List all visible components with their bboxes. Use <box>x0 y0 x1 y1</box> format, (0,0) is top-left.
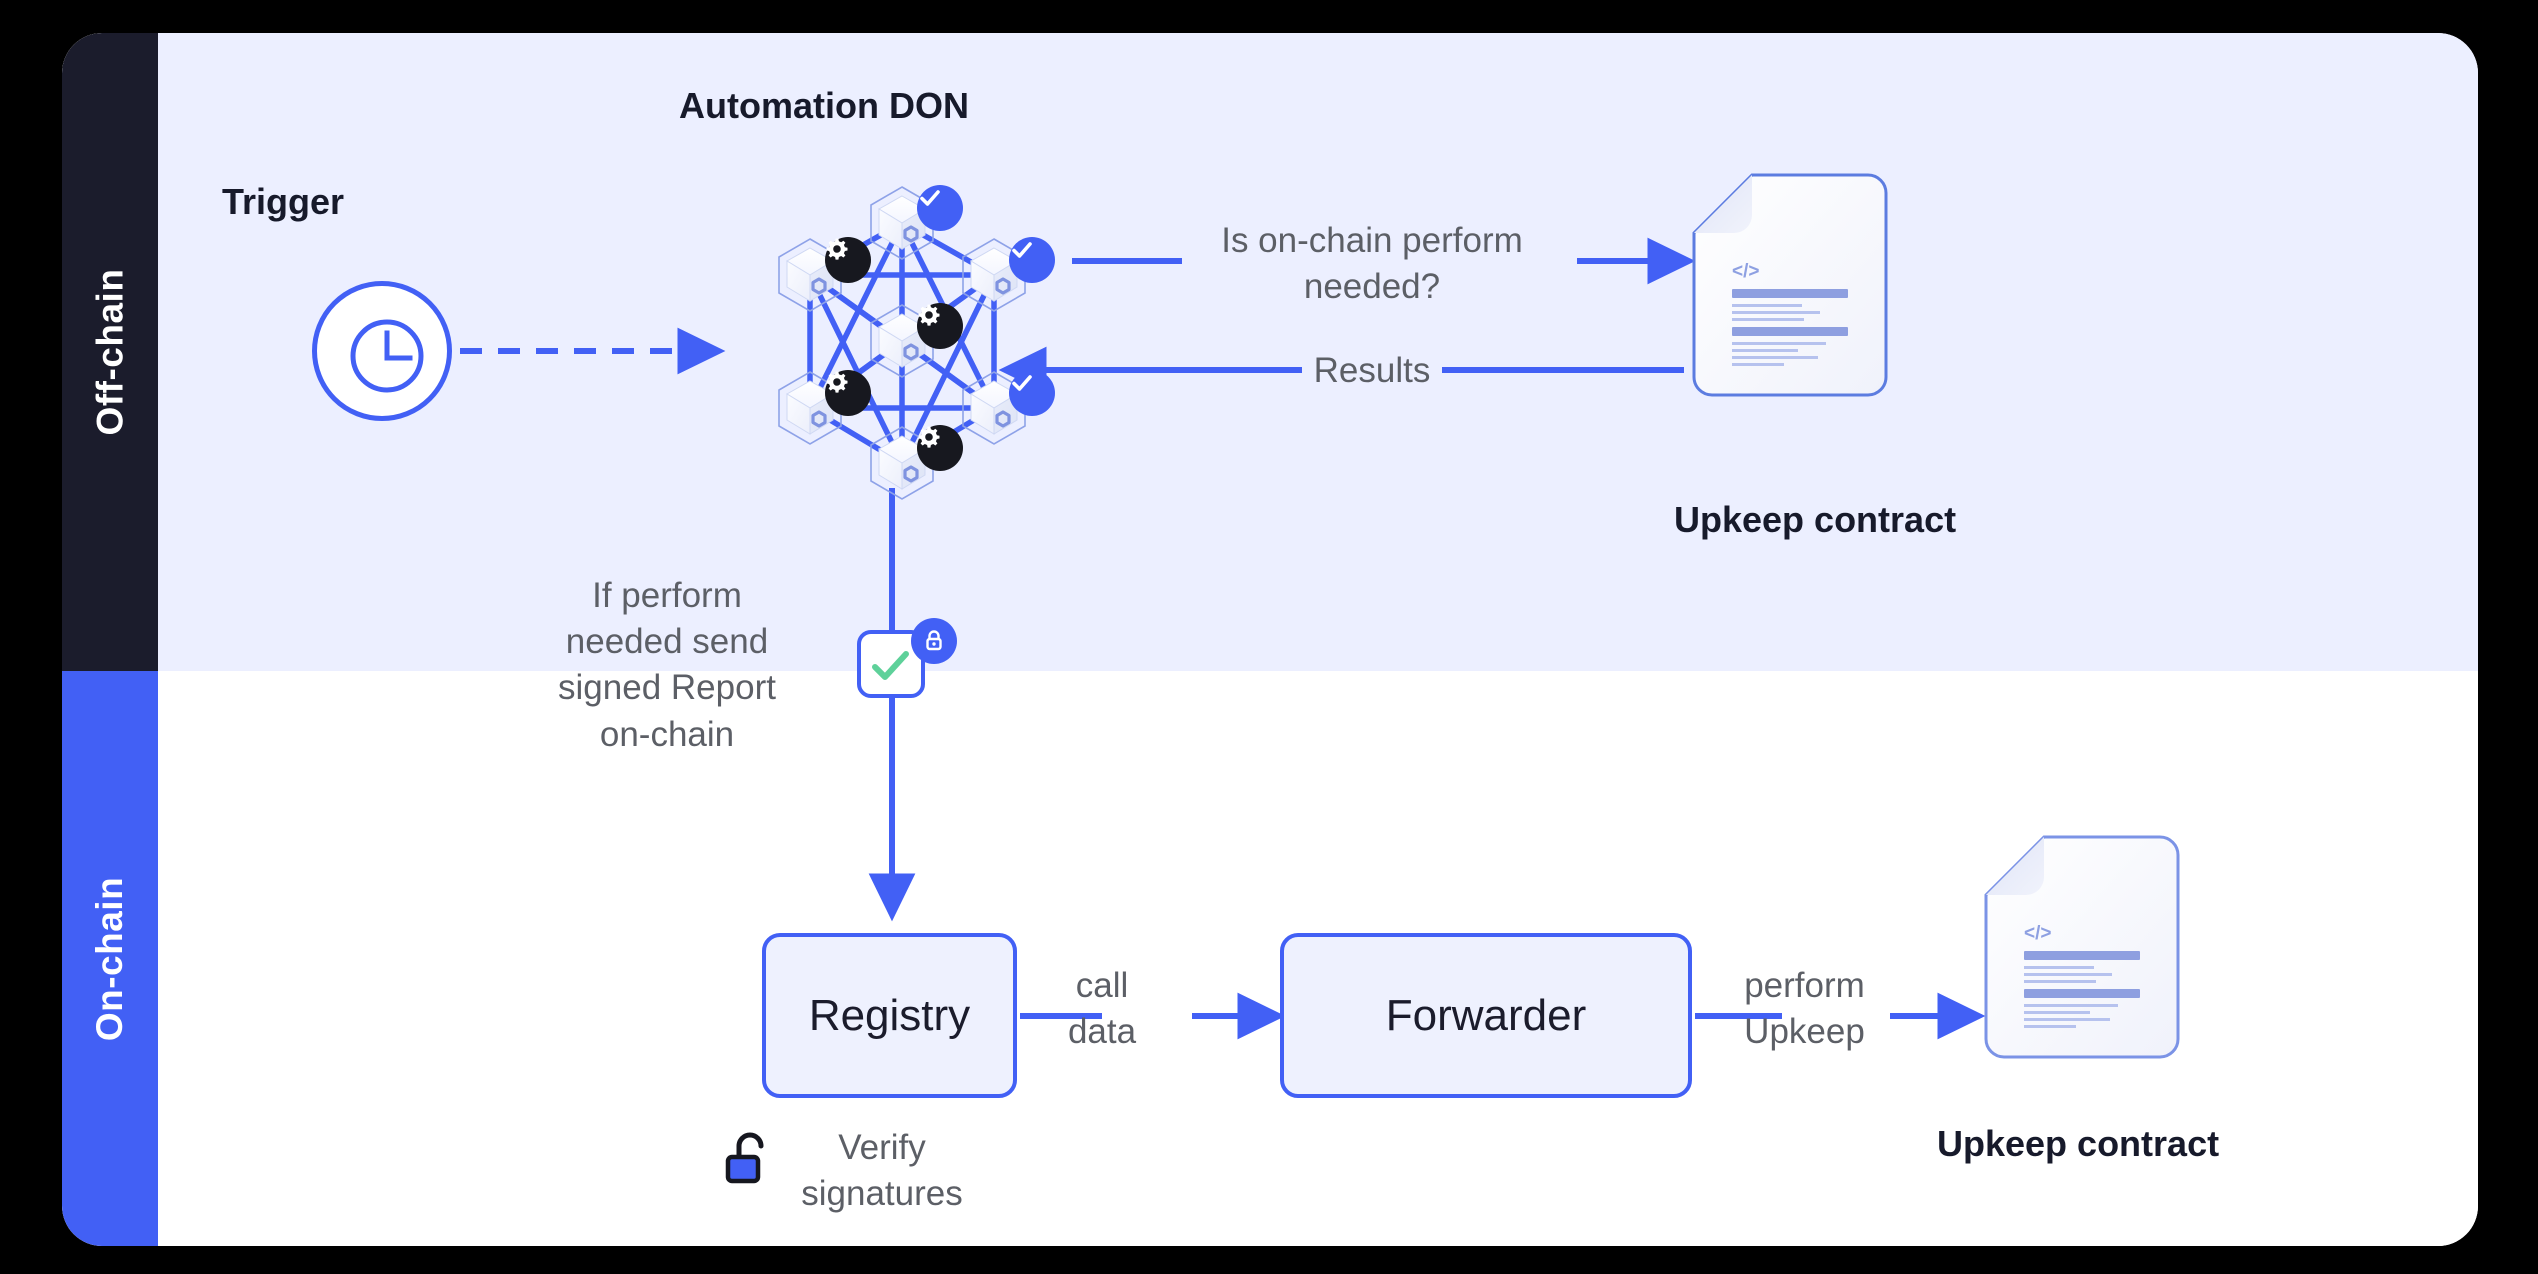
send-report-line-2: needed send <box>565 622 769 662</box>
diagram-card: Off-chain On-chain Trigger <box>62 33 2478 1246</box>
upkeep-contract-label-offchain: Upkeep contract <box>1674 499 1957 540</box>
call-data-label: call data <box>1047 963 1157 1055</box>
trigger-node[interactable] <box>312 281 452 421</box>
call-data-line-2: data <box>1067 1012 1137 1052</box>
upkeep-contract-doc-onchain[interactable]: </> <box>1982 833 2182 1068</box>
verify-signatures-label: Verify signatures <box>762 1125 1002 1217</box>
perform-query-line-2: needed? <box>1303 267 1441 307</box>
check-badge <box>917 185 963 231</box>
send-report-line-3: signed Report <box>558 668 776 708</box>
gear-badge <box>825 370 871 416</box>
code-glyph: </> <box>1732 261 1759 282</box>
don-title: Automation DON <box>679 85 969 126</box>
offchain-band: Off-chain <box>62 33 158 671</box>
perform-query-label: Is on-chain perform needed? <box>1152 218 1592 310</box>
call-data-line-1: call <box>1075 966 1129 1005</box>
perform-upkeep-line-1: perform <box>1744 966 1865 1005</box>
trigger-title: Trigger <box>222 181 345 222</box>
verify-line-2: signatures <box>801 1174 963 1214</box>
automation-don-cluster[interactable] <box>722 163 1082 523</box>
clock-icon <box>350 319 424 393</box>
gear-badge <box>917 303 963 349</box>
perform-upkeep-line-2: Upkeep <box>1744 1012 1865 1052</box>
send-report-line-4: on-chain <box>599 714 735 754</box>
send-report-label: If perform needed send signed Report on-… <box>497 573 837 758</box>
signed-report-icon[interactable] <box>857 618 957 698</box>
unlock-icon <box>725 1132 764 1184</box>
gear-badge <box>825 237 871 283</box>
upkeep-contract-label-onchain: Upkeep contract <box>1937 1123 2220 1164</box>
lock-closed-icon <box>911 618 957 664</box>
offchain-band-label: Off-chain <box>89 268 131 436</box>
perform-upkeep-label: perform Upkeep <box>1717 963 1892 1055</box>
perform-query-line-1: Is on-chain perform <box>1221 221 1523 260</box>
verify-line-1: Verify <box>838 1128 926 1167</box>
onchain-band-label: On-chain <box>89 876 130 1041</box>
send-report-line-1: If perform <box>592 576 742 615</box>
check-badge <box>1009 370 1055 416</box>
check-badge <box>1009 237 1055 283</box>
registry-box[interactable]: Registry <box>762 933 1017 1098</box>
upkeep-contract-doc-offchain[interactable]: </> <box>1690 171 1890 406</box>
results-label: Results <box>1313 351 1431 390</box>
code-glyph: </> <box>2024 923 2051 944</box>
forwarder-box[interactable]: Forwarder <box>1280 933 1692 1098</box>
registry-label: Registry <box>808 990 971 1040</box>
forwarder-label: Forwarder <box>1385 990 1587 1040</box>
gear-badge <box>917 425 963 471</box>
onchain-band: On-chain <box>62 671 158 1246</box>
